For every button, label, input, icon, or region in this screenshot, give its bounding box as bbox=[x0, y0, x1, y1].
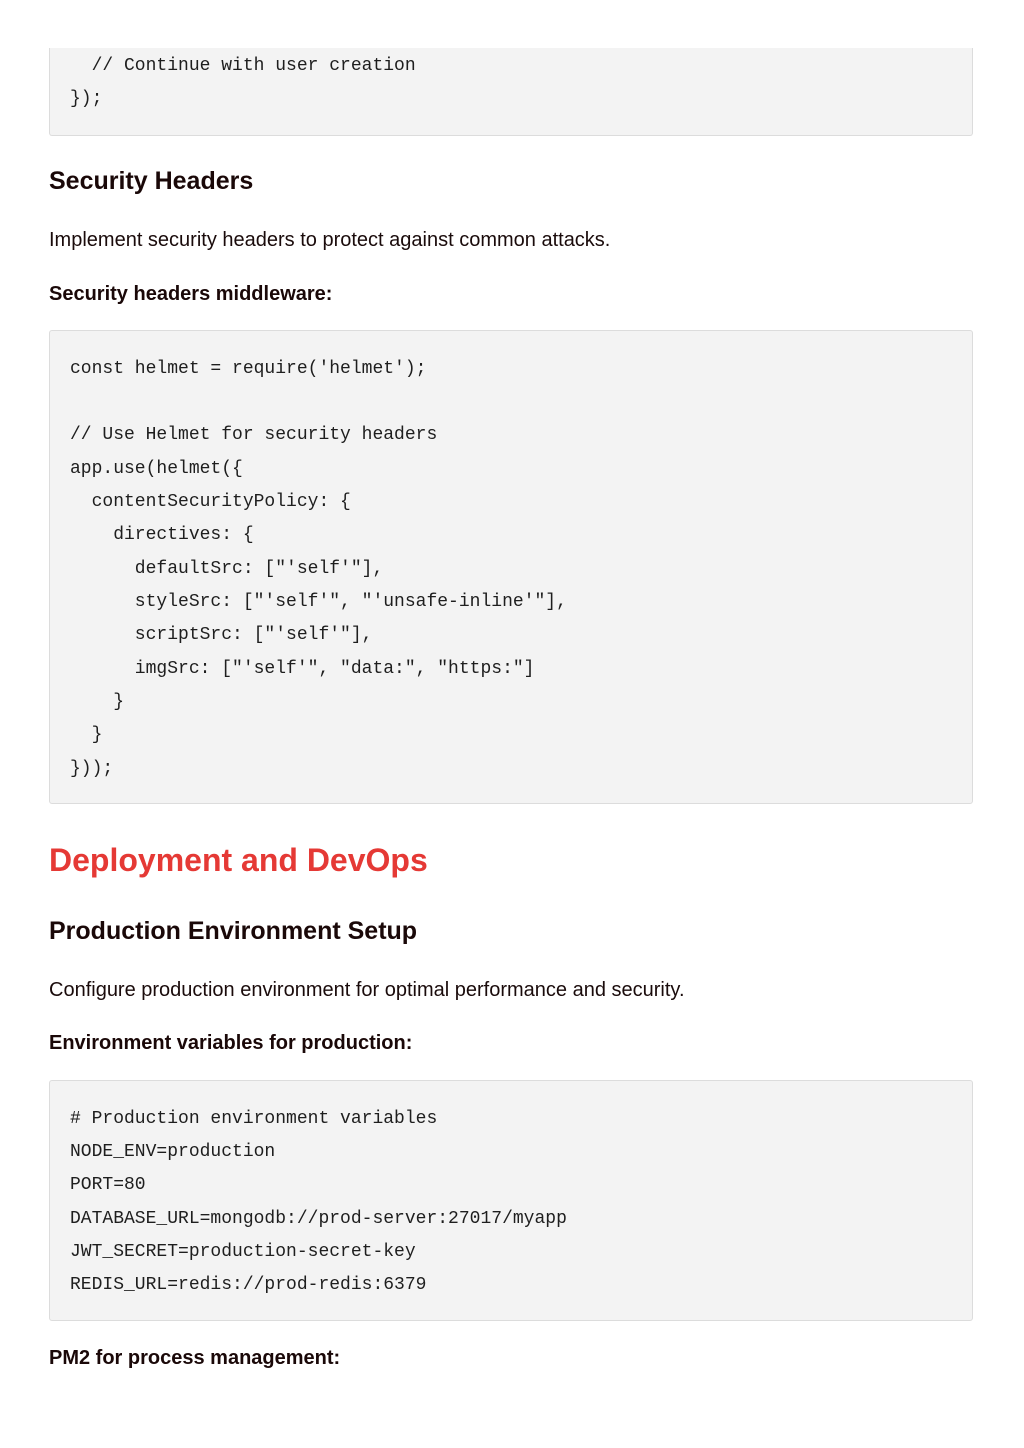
code-line: styleSrc: ["'self'", "'unsafe-inline'"], bbox=[70, 592, 567, 612]
section-description: Configure production environment for opt… bbox=[49, 979, 685, 1001]
code-line: defaultSrc: ["'self'"], bbox=[70, 559, 384, 579]
code-line: PORT=80 bbox=[70, 1175, 146, 1195]
code-line: } bbox=[70, 725, 103, 745]
code-line: DATABASE_URL=mongodb://prod-server:27017… bbox=[70, 1209, 567, 1229]
code-line: scriptSrc: ["'self'"], bbox=[70, 625, 373, 645]
code-line: // Continue with user creation bbox=[70, 56, 416, 76]
code-block-security-headers: const helmet = require('helmet'); // Use… bbox=[49, 330, 973, 804]
code-line: contentSecurityPolicy: { bbox=[70, 492, 351, 512]
section-description: Implement security headers to protect ag… bbox=[49, 229, 611, 251]
code-line: JWT_SECRET=production-secret-key bbox=[70, 1242, 416, 1262]
code-line: })); bbox=[70, 759, 114, 779]
code-line: NODE_ENV=production bbox=[70, 1142, 276, 1162]
code-line: imgSrc: ["'self'", "data:", "https:"] bbox=[70, 659, 535, 679]
code-line: } bbox=[70, 692, 125, 712]
code-line: directives: { bbox=[70, 525, 254, 545]
code-label-pm2: PM2 for process management: bbox=[49, 1347, 341, 1369]
code-line: REDIS_URL=redis://prod-redis:6379 bbox=[70, 1275, 427, 1295]
code-line: # Production environment variables bbox=[70, 1109, 438, 1129]
code-line: // Use Helmet for security headers bbox=[70, 425, 438, 445]
code-label: Environment variables for production: bbox=[49, 1032, 413, 1054]
code-label: Security headers middleware: bbox=[49, 283, 333, 305]
code-block-user-creation: // Continue with user creation }); bbox=[49, 48, 973, 136]
code-line: }); bbox=[70, 89, 103, 109]
section-heading-deployment: Deployment and DevOps bbox=[49, 842, 428, 878]
code-line: const helmet = require('helmet'); bbox=[70, 359, 427, 379]
section-heading-production-env: Production Environment Setup bbox=[49, 917, 418, 945]
code-block-production-env: # Production environment variables NODE_… bbox=[49, 1080, 973, 1321]
code-line: app.use(helmet({ bbox=[70, 459, 243, 479]
section-heading-security-headers: Security Headers bbox=[49, 167, 254, 195]
